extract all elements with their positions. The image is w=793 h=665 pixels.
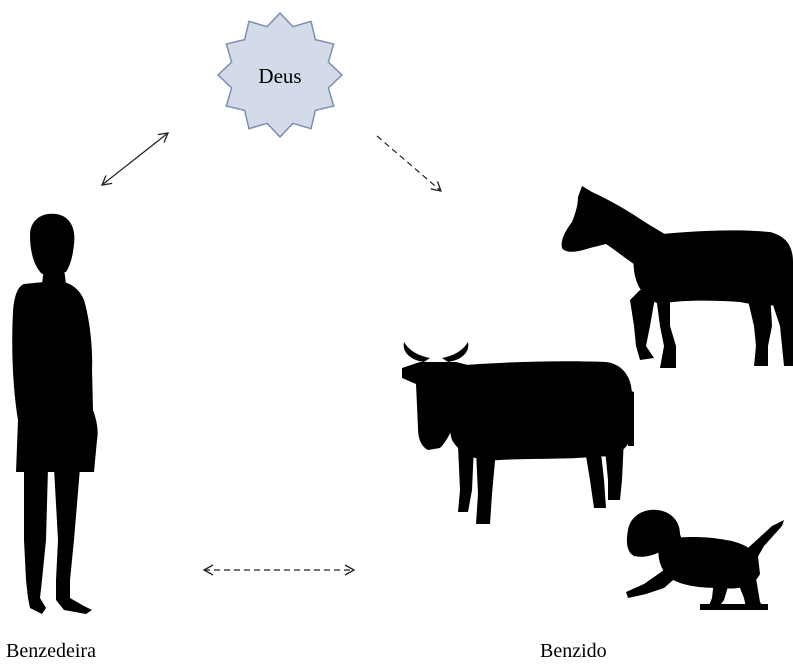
cow-silhouette-icon bbox=[402, 342, 634, 524]
benzedeira-label: Benzedeira bbox=[6, 640, 96, 662]
arrow-deus-benzido bbox=[376, 135, 443, 192]
horse-silhouette-icon bbox=[561, 186, 793, 368]
benzido-label: Benzido bbox=[540, 640, 607, 662]
deus-node: Deus bbox=[216, 11, 344, 139]
arrow-benzedeira-deus bbox=[100, 132, 170, 186]
deus-label: Deus bbox=[258, 64, 301, 88]
dog-silhouette-icon bbox=[626, 509, 784, 610]
deus-star-shape bbox=[216, 11, 344, 139]
woman-silhouette-icon bbox=[12, 213, 98, 614]
